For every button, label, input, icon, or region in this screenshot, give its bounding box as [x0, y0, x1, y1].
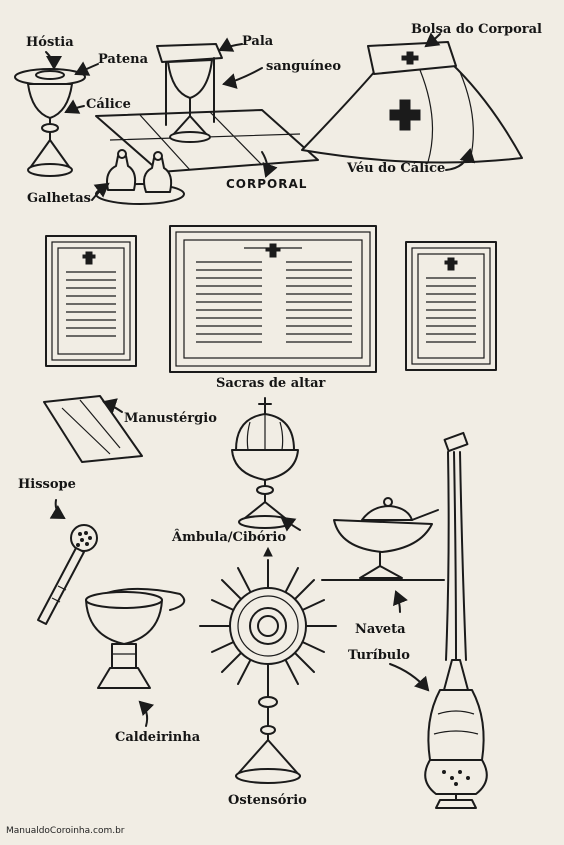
altar-card-right — [405, 241, 497, 371]
label-patena: Patena — [98, 52, 149, 67]
label-galhetas: Galhetas — [27, 191, 91, 206]
label-ostensorio: Ostensório — [228, 793, 307, 808]
label-sacras-de-altar: Sacras de altar — [216, 376, 326, 391]
label-caldeirinha: Caldeirinha — [115, 730, 201, 745]
label-hostia: Hóstia — [26, 35, 74, 50]
altar-card-center — [169, 225, 377, 373]
lower-arrows — [280, 516, 301, 532]
caldeirinha-bucket — [85, 587, 186, 727]
chalice-veil-with-burse — [301, 41, 523, 164]
label-bolsa-do-corporal: Bolsa do Corporal — [411, 22, 542, 37]
hissope-sprinkler — [37, 499, 98, 625]
label-ambula-ciborio: Âmbula/Cibório — [172, 530, 286, 545]
top-arrows — [45, 32, 476, 201]
label-manustergio: Manustérgio — [124, 411, 217, 426]
ostensorio-monstrance — [199, 546, 337, 784]
chalice-with-pall — [156, 43, 223, 143]
label-calice: Cálice — [86, 97, 131, 112]
label-hissope: Hissope — [18, 477, 76, 492]
label-corporal: CORPORAL — [226, 177, 308, 191]
label-veu-do-calice: Véu do Cálice — [347, 161, 446, 176]
label-pala: Pala — [242, 34, 274, 49]
manustergio-towel — [43, 395, 143, 463]
cruets-on-tray — [95, 149, 185, 205]
chalice-with-paten — [14, 68, 86, 177]
naveta-incense-boat — [321, 497, 445, 613]
turibulo-thurible — [389, 431, 488, 809]
ambula-ciborio — [231, 397, 299, 529]
label-naveta: Naveta — [355, 622, 406, 637]
label-turibulo: Turíbulo — [348, 648, 410, 663]
site-credit: ManualdoCoroinha.com.br — [6, 826, 125, 836]
altar-card-left — [45, 235, 137, 367]
label-sanguineo: sanguíneo — [266, 59, 342, 74]
corporal-cloth — [95, 109, 319, 173]
